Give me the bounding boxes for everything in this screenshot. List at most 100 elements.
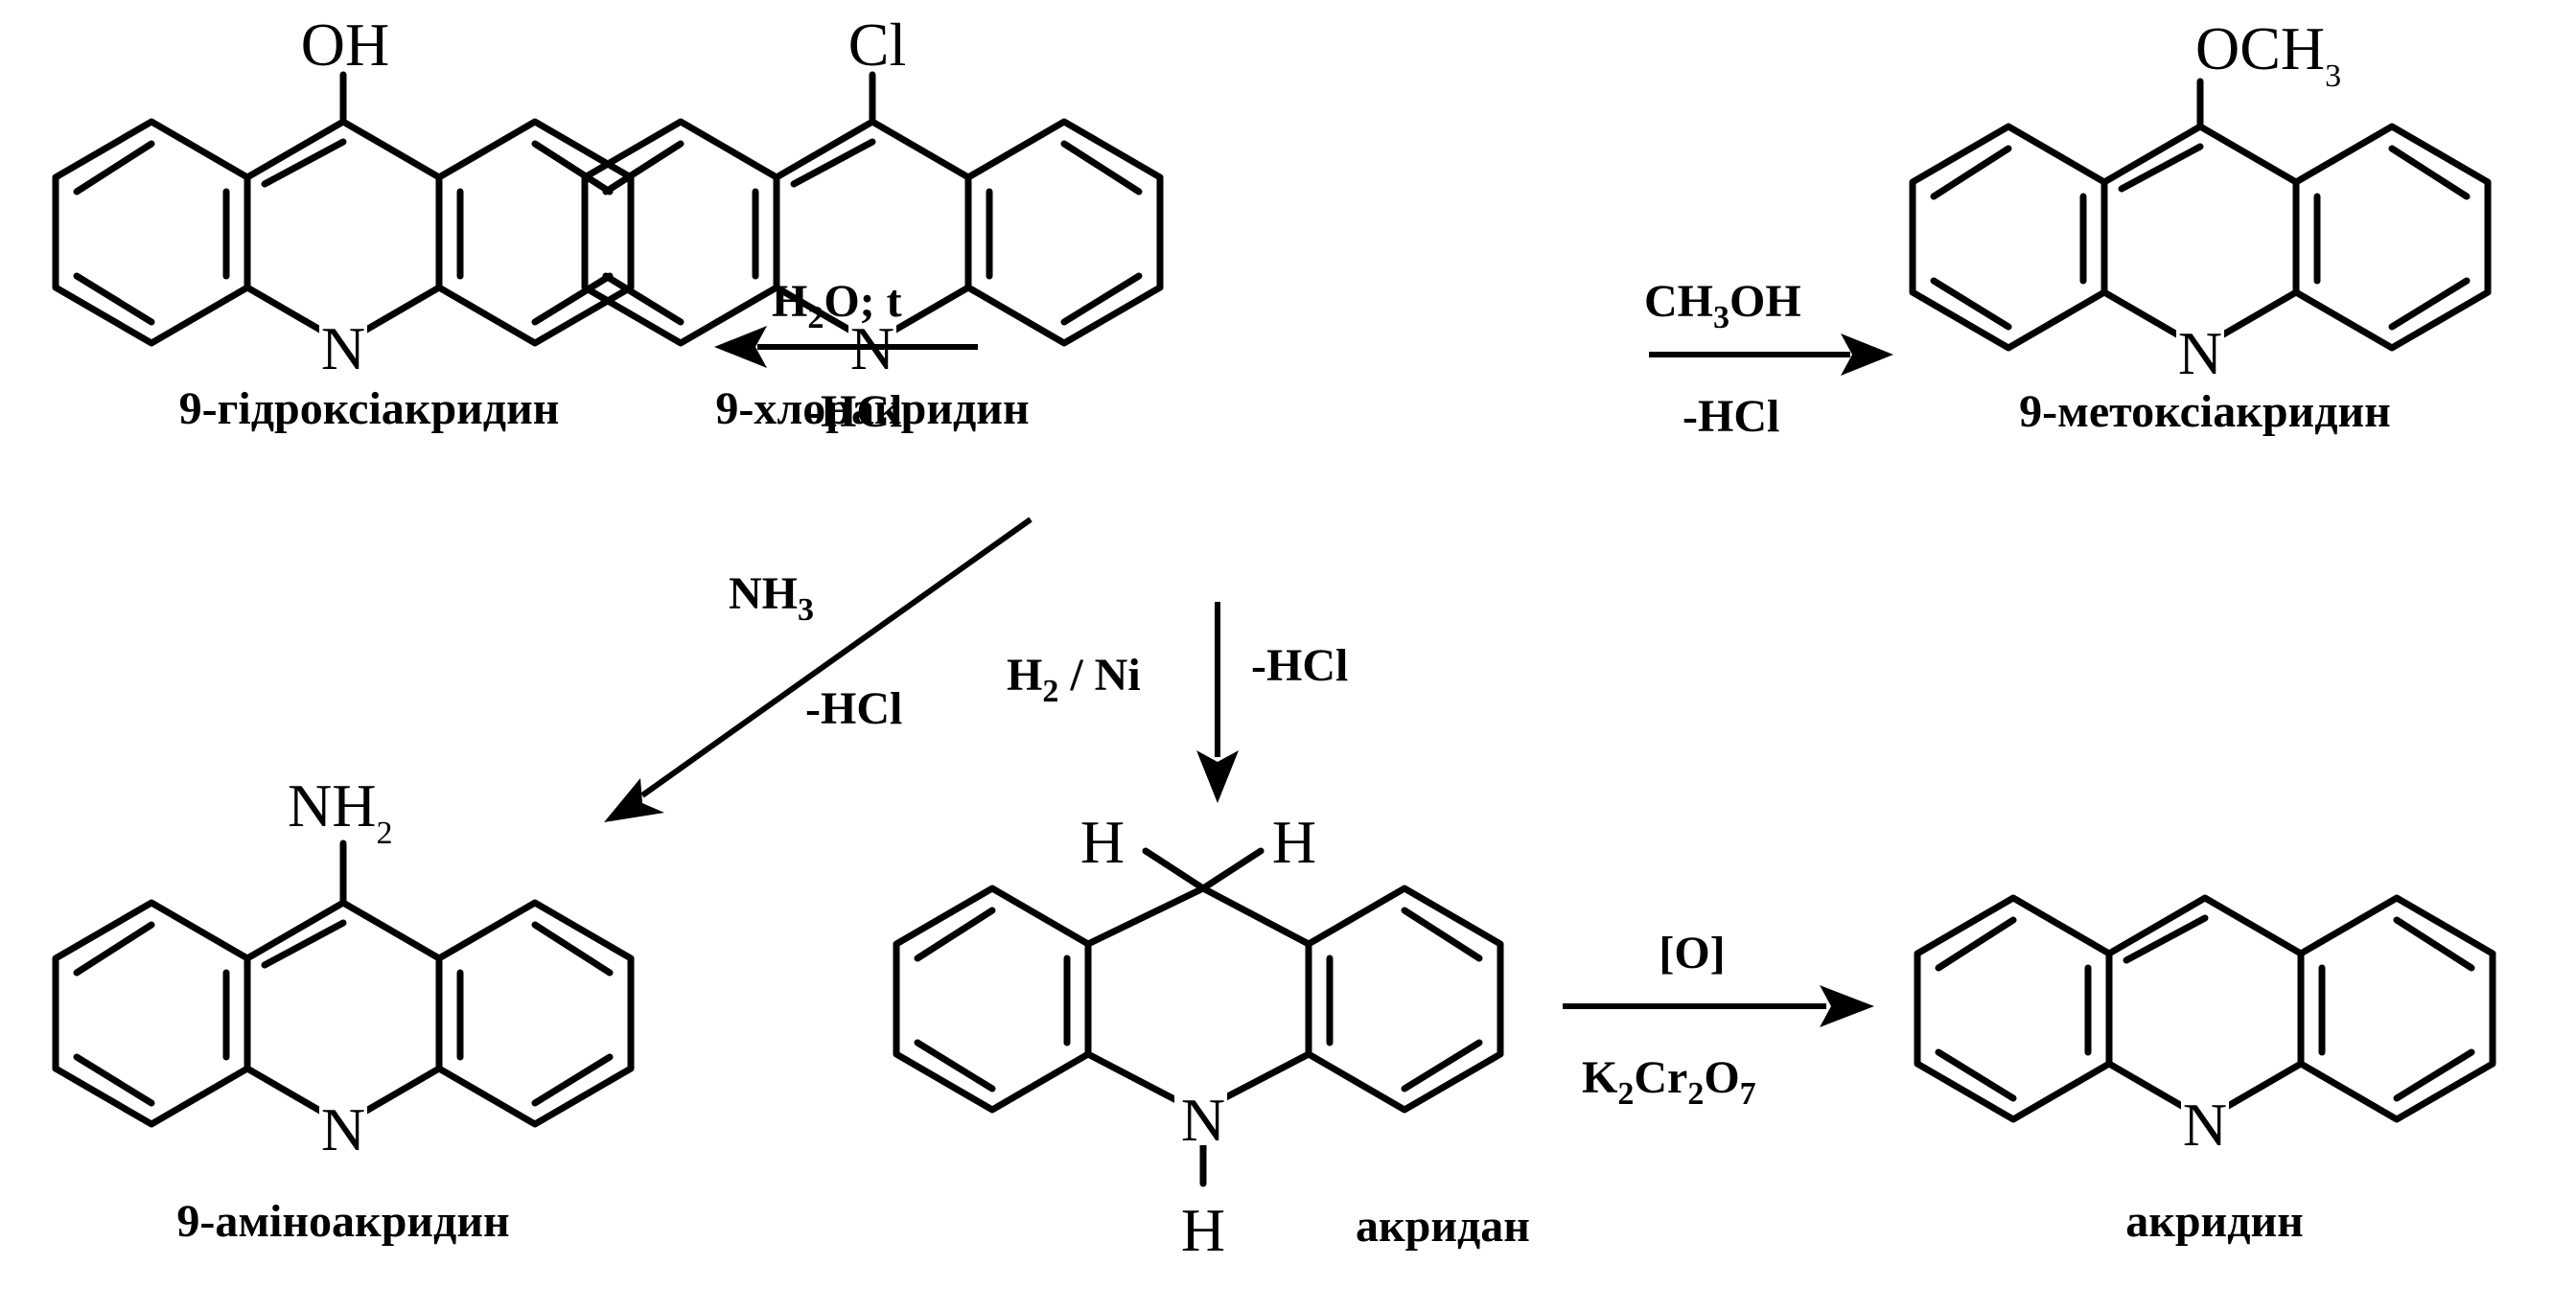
reduction-reagent-sub: 2 [1042,674,1058,709]
methanolysis-byproduct: -HCl [1683,391,1779,442]
label-mask [2176,321,2224,379]
hydrolysis-byproduct: -HCl [805,386,902,437]
oxidant-o-sub: 7 [1740,1076,1756,1112]
chloroacridine-name: 9-хлоракридин [715,383,1029,434]
amination-reagent: NH3 [729,568,814,628]
methoxyacridine-structure [1909,78,2492,352]
methanolysis-reagent-oh: OH [1729,276,1801,327]
reduction-byproduct: -HCl [1251,640,1348,691]
hydrolysis-reagent-sub: 2 [807,300,824,335]
amination-reagent-nh: NH [729,568,798,619]
methoxyacridine-double-bond [2388,277,2471,331]
arrow-methanolysis [1649,334,1893,376]
acridine-middle-ring [2105,894,2305,1123]
label-mask [319,1097,367,1155]
hydrolysis-reagent-rest: O; t [824,276,901,327]
hydroxyacridine-oh: OH [301,11,389,79]
oxidation-oxidant: K2Cr2O7 [1582,1052,1756,1112]
label-mask [2181,1092,2229,1150]
hydroxyacridine-double-bond [73,272,155,326]
chloroacridine-left-ring [581,118,780,347]
methoxyacridine-double-bond [1930,145,2012,200]
aminoacridine-double-bond [73,921,155,977]
hydroxyacridine-double-bond [531,140,614,196]
methoxyacridine-double-bond [2118,143,2204,193]
acridan-structure [893,847,1504,1187]
acridan-ring-n: N [1181,1086,1225,1154]
methoxyacridine-och3: OCH3 [2195,14,2341,94]
methoxyacridine-och3-sub: 3 [2325,58,2341,94]
aminoacridine-double-bond [261,919,347,969]
hydroxyacridine-double-bond [73,140,155,196]
aminoacridine-nh2-sub: 2 [376,816,392,851]
acridine-double-bond [2393,916,2475,972]
methanolysis-reagent: CH3OH [1644,276,1801,335]
methoxyacridine-och3-main: OCH [2195,14,2325,82]
methoxyacridine-left-ring [1909,123,2108,352]
hydroxyacridine-middle-ring [244,118,443,347]
aminoacridine-right-ring [435,899,635,1128]
chloroacridine-double-bond [602,140,685,196]
methoxyacridine-name: 9-метоксіакридин [2019,386,2391,437]
aminoacridine-middle-ring [244,899,443,1128]
acridine-double-bond [1935,916,2017,972]
aminoacridine-nh2: NH2 [288,771,392,851]
acridan-double-bond [1401,907,1483,962]
reduction-reagent-ni: / Ni [1058,650,1140,701]
hydroxyacridine-ring-n: N [321,314,365,382]
aminoacridine-left-ring [52,899,251,1128]
aminoacridine-nh2-main: NH [288,771,376,840]
hydroxyacridine-name: 9-гідроксіакридин [179,383,560,434]
chloroacridine-double-bond [1060,272,1143,326]
hydroxyacridine-double-bond [261,138,347,188]
chloroacridine-double-bond [790,138,876,188]
hydrolysis-reagent-h: H [772,276,807,327]
hydrolysis-reagent: H2O; t [772,276,902,335]
amination-reagent-sub: 3 [798,592,814,628]
hydroxyacridine-structure [52,71,635,347]
acridan-h-left: H [1080,808,1125,876]
acridan-right-ring [1305,885,1504,1114]
acridine-structure [1914,894,2496,1123]
methoxyacridine-right-ring [2292,123,2492,352]
methoxyacridine-ring-n: N [2178,319,2222,387]
label-mask [1174,1088,1227,1145]
oxidant-o: O [1704,1052,1739,1103]
chloroacridine-right-ring [964,118,1164,347]
chloroacridine-double-bond [1060,140,1143,196]
aminoacridine-ring-n: N [321,1095,365,1163]
acridan-left-ring [893,885,1092,1114]
label-mask [319,316,367,374]
arrow-amination [604,517,1033,822]
acridan-h-bond-right [1199,847,1265,892]
arrow-reduction [1196,602,1239,803]
oxidant-cr: Cr [1634,1052,1687,1103]
oxidant-cr-sub: 2 [1687,1076,1704,1112]
chloroacridine-double-bond [602,272,685,326]
acridine-double-bond [1935,1048,2017,1102]
methoxyacridine-double-bond [2388,145,2471,200]
acridan-double-bond [914,1039,996,1092]
aminoacridine-structure [52,840,635,1128]
methoxyacridine-middle-ring [2100,123,2300,352]
acridine-right-ring [2297,894,2496,1123]
aminoacridine-name: 9-аміноакридин [176,1196,509,1247]
acridan-name: акридан [1356,1201,1530,1252]
acridan-ch2-bonds [1084,885,1312,948]
acridan-double-bond [914,907,996,962]
arrow-oxidation [1563,985,1874,1027]
amination-byproduct: -HCl [805,683,902,734]
acridan-h-right: H [1272,808,1316,876]
methanolysis-reagent-sub: 3 [1713,300,1729,335]
acridine-ring-n: N [2183,1091,2227,1159]
acridine-left-ring [1914,894,2113,1123]
acridan-double-bond [1401,1039,1483,1092]
aminoacridine-double-bond [531,921,614,977]
aminoacridine-double-bond [531,1053,614,1107]
hydroxyacridine-double-bond [531,272,614,326]
acridine-name: акридин [2125,1196,2304,1247]
arrow-hydrolysis [714,326,978,368]
acridan-h-bond-left [1142,847,1207,892]
oxidant-k-sub: 2 [1617,1076,1634,1112]
